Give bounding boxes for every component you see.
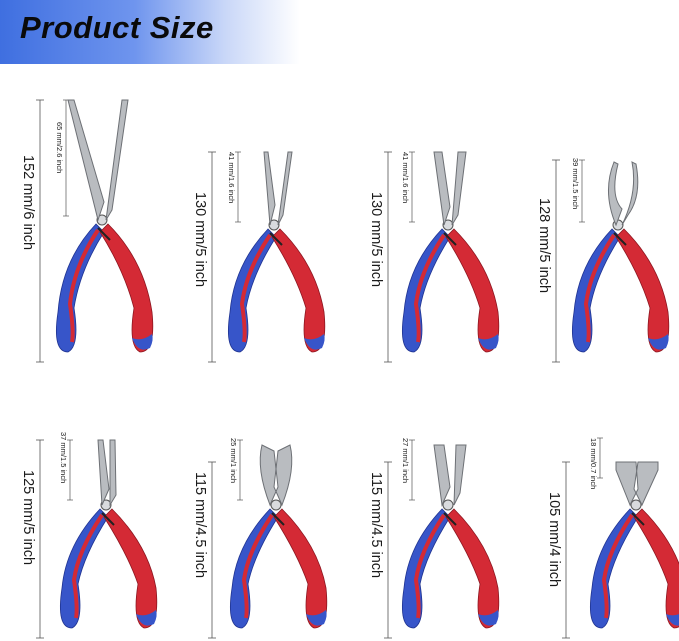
tip-length-marker — [409, 439, 415, 501]
tip-length-marker — [597, 437, 603, 479]
total-length-marker — [384, 461, 392, 639]
total-length-marker — [552, 159, 560, 363]
total-length-label: 105 mm/4 inch — [546, 492, 562, 588]
pliers-tool — [59, 439, 158, 629]
tip-length-marker — [409, 151, 415, 223]
tip-length-marker — [579, 159, 585, 223]
title-banner: Product Size — [0, 0, 300, 64]
tip-length-marker — [235, 151, 241, 223]
page-title: Product Size — [20, 10, 214, 45]
tip-length-label: 18 mm/0.7 inch — [589, 438, 598, 490]
tip-length-marker — [237, 439, 243, 501]
pliers-tool — [401, 444, 500, 629]
total-length-marker — [384, 151, 392, 363]
total-length-marker — [562, 461, 570, 639]
pliers-tool — [401, 151, 500, 353]
total-length-marker — [36, 99, 44, 363]
total-length-marker — [208, 151, 216, 363]
pliers-tool — [571, 161, 670, 353]
tip-length-marker — [67, 439, 73, 501]
total-length-marker — [36, 439, 44, 639]
pliers-tool — [227, 151, 326, 353]
total-length-marker — [208, 461, 216, 639]
pliers-tool — [229, 444, 328, 629]
pliers-tool — [55, 99, 154, 353]
pliers-tool — [589, 461, 679, 629]
